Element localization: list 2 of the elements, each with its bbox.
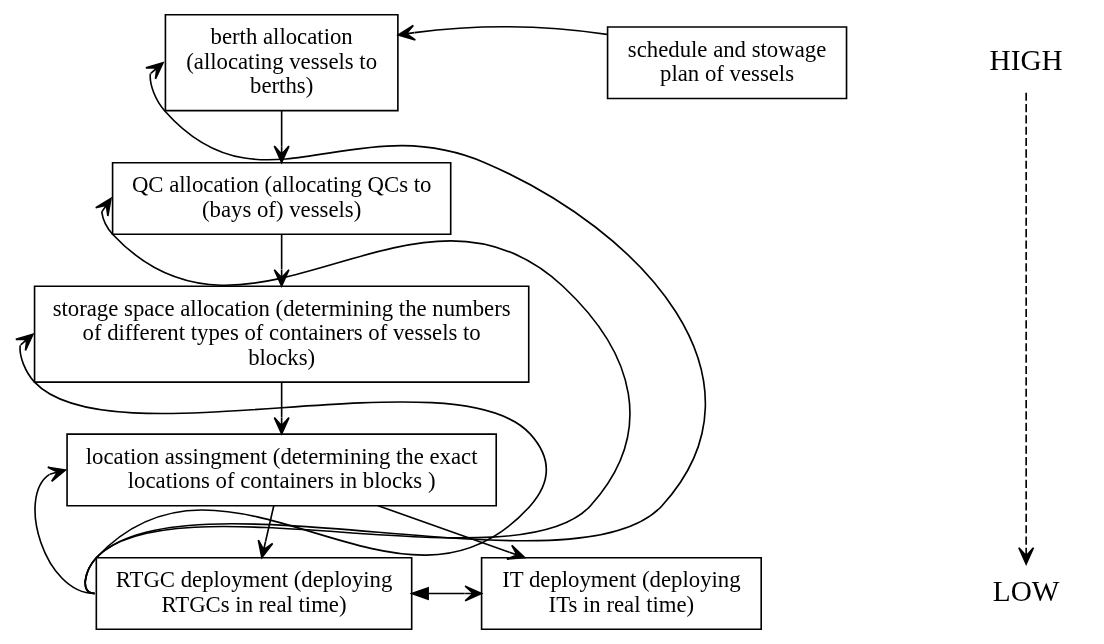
label: HIGH — [989, 43, 1063, 76]
label: LOW — [992, 574, 1059, 607]
